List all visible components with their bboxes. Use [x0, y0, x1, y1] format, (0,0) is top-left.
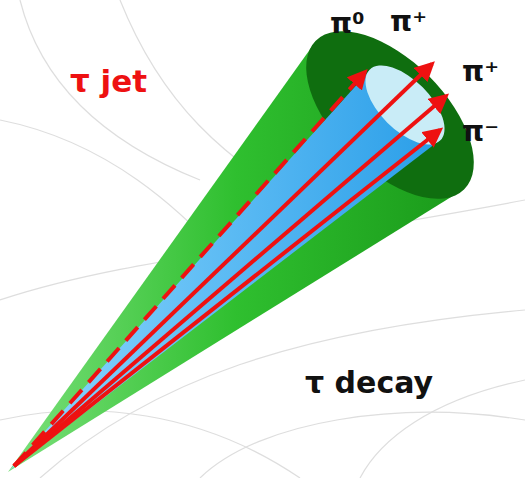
- outer-cone: [8, 41, 464, 472]
- particle-label: π⁺: [462, 58, 499, 86]
- inner-cone-mouth: [352, 52, 458, 158]
- particle-label: π⁺: [390, 8, 427, 36]
- jet-label: τ jet: [70, 66, 147, 97]
- pion-tracks: [14, 64, 446, 466]
- particle-label: π⁰: [330, 10, 364, 38]
- decay-label: τ decay: [305, 368, 433, 398]
- particle-label: π⁻: [462, 118, 499, 146]
